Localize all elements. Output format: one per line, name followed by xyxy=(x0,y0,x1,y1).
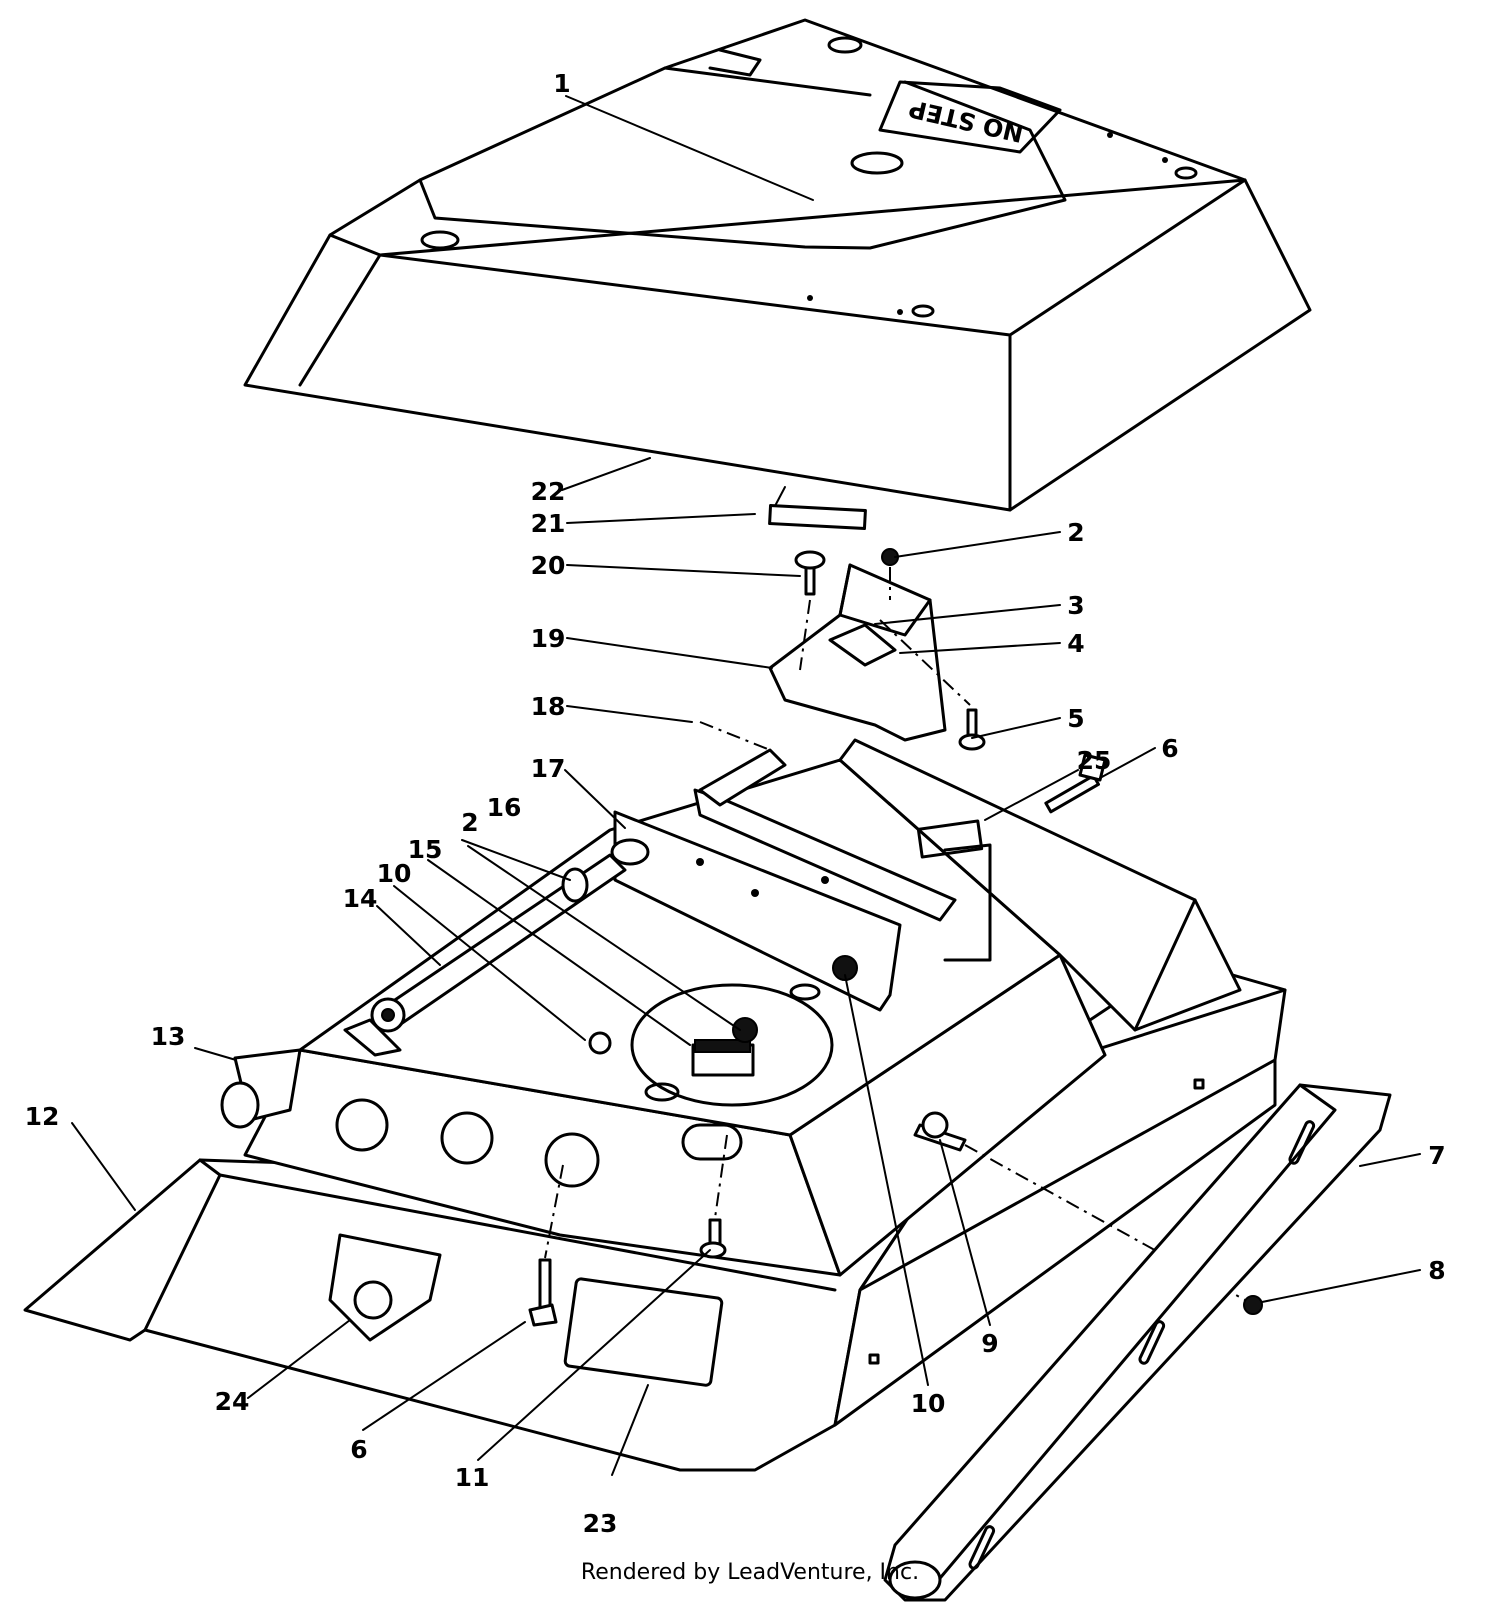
callout-12: 12 xyxy=(25,1102,60,1131)
footer-credit: Rendered by LeadVenture, Inc. xyxy=(580,1560,920,1585)
callout-20: 20 xyxy=(531,551,566,580)
callout-2-plate: 2 xyxy=(461,808,478,837)
callout-10-upper: 10 xyxy=(377,859,412,888)
callout-3: 3 xyxy=(1067,591,1084,620)
callout-17: 17 xyxy=(531,754,566,783)
callout-25: 25 xyxy=(1077,746,1112,775)
callout-1: 1 xyxy=(553,69,570,98)
bracket-assembly xyxy=(768,486,986,751)
callout-4: 4 xyxy=(1067,629,1084,658)
callout-10-lower: 10 xyxy=(911,1389,946,1418)
callout-11: 11 xyxy=(455,1463,490,1492)
chassis-frame xyxy=(23,721,1287,1472)
callout-24: 24 xyxy=(215,1387,250,1416)
callout-8: 8 xyxy=(1428,1256,1445,1285)
hood-part-22: NO STEP xyxy=(243,18,1312,512)
callout-2-bracket-nut: 2 xyxy=(1067,518,1084,547)
callout-18: 18 xyxy=(531,692,566,721)
callout-15: 15 xyxy=(408,835,443,864)
callout-labels: 1 2 3 4 5 6 7 8 9 10 10 11 12 13 14 15 1… xyxy=(25,69,1446,1538)
callout-6-upper-bolt: 6 xyxy=(1161,734,1178,763)
skid-rail-part-7 xyxy=(883,1083,1392,1602)
callout-9: 9 xyxy=(981,1329,998,1358)
callout-14: 14 xyxy=(343,884,378,913)
callout-13: 13 xyxy=(151,1022,186,1051)
callout-21: 21 xyxy=(531,509,566,538)
callout-22: 22 xyxy=(531,477,566,506)
callout-6-lower-bolt: 6 xyxy=(350,1435,367,1464)
callout-19: 19 xyxy=(531,624,566,653)
callout-5: 5 xyxy=(1067,704,1084,733)
leader-lines xyxy=(71,95,1421,1476)
callout-7: 7 xyxy=(1428,1141,1445,1170)
callout-16: 16 xyxy=(487,793,522,822)
callout-23: 23 xyxy=(583,1509,618,1538)
